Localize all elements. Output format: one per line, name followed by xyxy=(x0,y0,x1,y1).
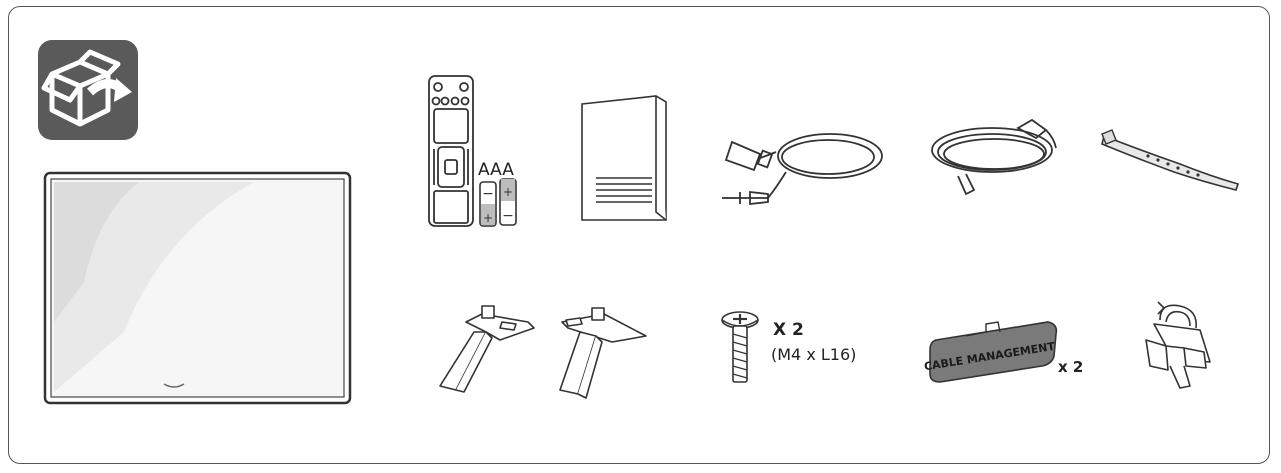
cable-strap xyxy=(1100,129,1240,191)
stand-leg-left xyxy=(436,304,540,394)
unboxing-icon xyxy=(38,40,138,140)
screw-quantity: X 2 xyxy=(773,320,804,340)
svg-text:−: − xyxy=(502,208,514,224)
rgb-audio-cable xyxy=(716,128,888,210)
tv-monitor xyxy=(43,171,352,405)
remote-control xyxy=(428,75,474,227)
battery-type-label: AAA xyxy=(478,160,514,180)
cable-management-cover: CABLE MANAGEMENT xyxy=(923,318,1060,384)
svg-text:−: − xyxy=(482,186,494,202)
components-panel xyxy=(8,6,1270,464)
screw-size: (M4 x L16) xyxy=(771,345,857,364)
svg-text:+: + xyxy=(503,185,513,199)
stand-leg-right xyxy=(552,306,648,399)
cable-holder-clip xyxy=(1140,300,1224,390)
owners-manual xyxy=(578,94,670,222)
cable-management-quantity: x 2 xyxy=(1058,358,1084,376)
screw xyxy=(720,310,760,386)
svg-text:+: + xyxy=(483,211,493,225)
power-cord xyxy=(928,116,1068,204)
